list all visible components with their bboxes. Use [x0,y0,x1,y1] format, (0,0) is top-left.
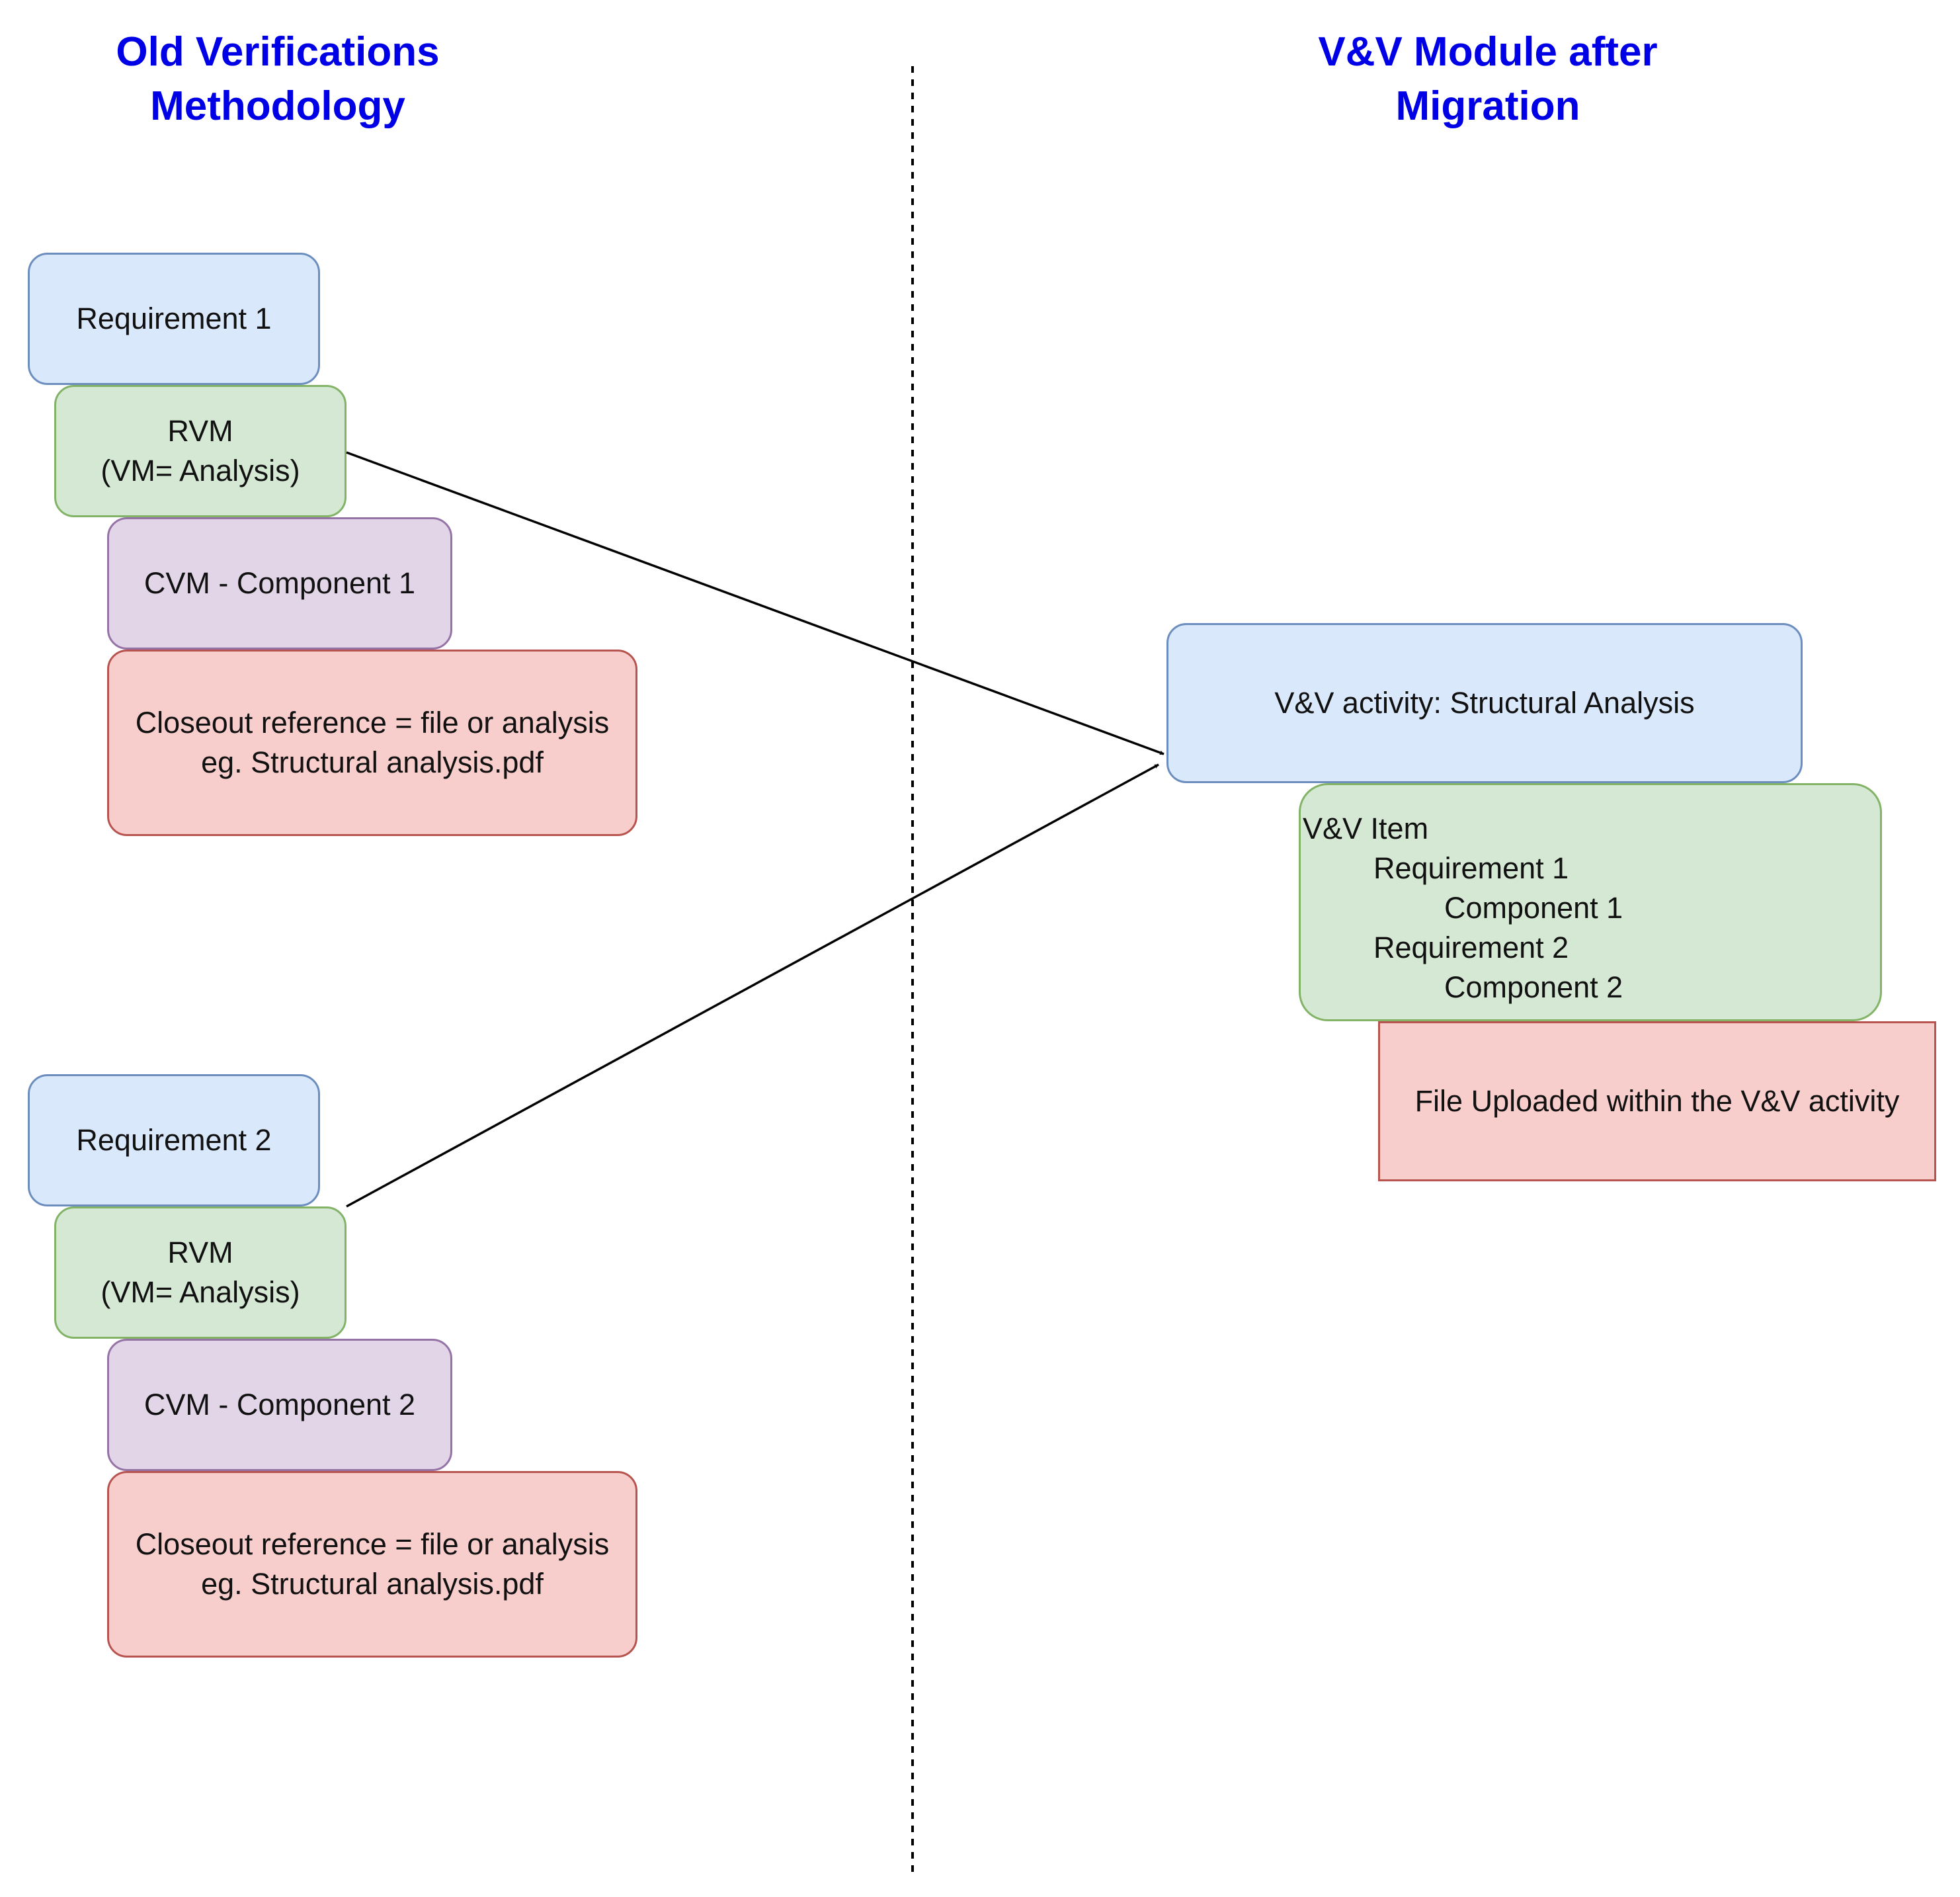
left-heading-line-1: Old Verifications [116,29,440,75]
left-heading: Old Verifications Methodology [40,25,516,134]
requirement-2-box[interactable]: Requirement 2 [28,1074,320,1206]
requirement-1-box[interactable]: Requirement 1 [28,253,320,385]
rvm-2-method: (VM= Analysis) [101,1275,300,1309]
rvm-2-box[interactable]: RVM (VM= Analysis) [54,1206,347,1339]
right-heading-line-2: Migration [1395,83,1580,129]
requirement-2-label: Requirement 2 [76,1123,272,1157]
vv-item-component-1: Component 1 [1444,891,1623,925]
left-heading-line-2: Methodology [150,83,405,129]
vv-activity-box[interactable]: V&V activity: Structural Analysis [1166,623,1803,783]
right-heading: V&V Module after Migration [1243,25,1733,134]
vv-item-title: V&V Item [1303,812,1429,845]
closeout-reference-2-box[interactable]: Closeout reference = file or analysis eg… [107,1471,637,1658]
closeout-reference-2-line-2: eg. Structural analysis.pdf [201,1567,544,1601]
requirement-1-label: Requirement 1 [76,302,272,335]
cvm-component-1-box[interactable]: CVM - Component 1 [107,517,452,650]
vv-item-component-2: Component 2 [1444,970,1623,1004]
rvm-1-box[interactable]: RVM (VM= Analysis) [54,385,347,517]
rvm-1-method: (VM= Analysis) [101,454,300,487]
vv-activity-label: V&V activity: Structural Analysis [1274,686,1695,720]
closeout-reference-1-box[interactable]: Closeout reference = file or analysis eg… [107,650,637,836]
cvm-component-2-box[interactable]: CVM - Component 2 [107,1339,452,1471]
vv-item-requirement-2: Requirement 2 [1373,931,1569,964]
closeout-reference-1-line-1: Closeout reference = file or analysis [135,706,610,739]
rvm-2-label: RVM [167,1236,233,1269]
cvm-component-2-label: CVM - Component 2 [143,1388,416,1421]
cvm-component-1-label: CVM - Component 1 [143,566,416,600]
rvm-1-label: RVM [167,414,233,448]
closeout-reference-2-line-1: Closeout reference = file or analysis [135,1527,610,1561]
right-heading-line-1: V&V Module after [1318,29,1658,75]
vv-item-requirement-1: Requirement 1 [1373,851,1569,885]
vv-item-box[interactable]: V&V Item Requirement 1 Component 1 Requi… [1299,783,1882,1021]
file-uploaded-label: File Uploaded within the V&V activity [1414,1084,1900,1118]
closeout-reference-1-line-2: eg. Structural analysis.pdf [201,745,544,779]
file-uploaded-box[interactable]: File Uploaded within the V&V activity [1378,1021,1936,1181]
